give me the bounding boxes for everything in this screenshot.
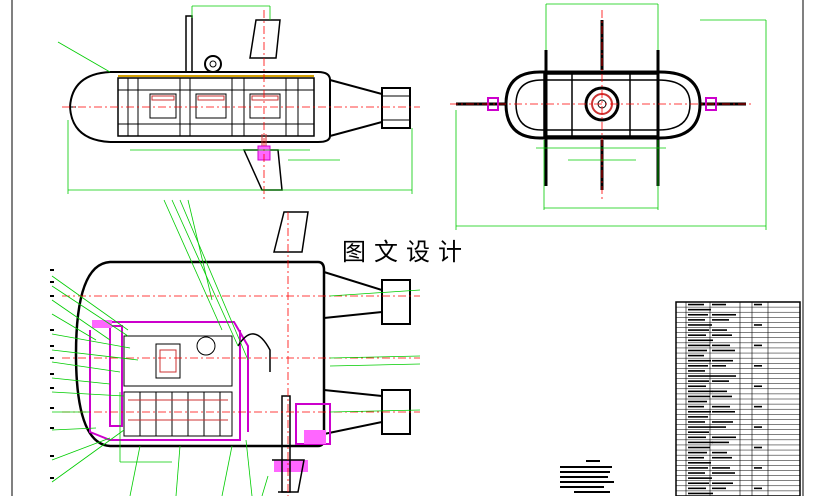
title-block-entry bbox=[754, 385, 762, 388]
title-block-entry bbox=[754, 303, 762, 306]
title-block-entry bbox=[712, 487, 726, 490]
title-block-entry bbox=[688, 365, 708, 367]
title-block-entry bbox=[712, 375, 736, 377]
title-block-entry bbox=[688, 395, 710, 398]
title-block-entry bbox=[712, 344, 730, 347]
title-block-entry bbox=[688, 467, 708, 469]
title-block-entry bbox=[712, 349, 735, 352]
title-block-entry bbox=[688, 334, 706, 336]
sheet-border bbox=[11, 0, 804, 496]
technical-requirements-text bbox=[560, 460, 614, 493]
title-block-entry bbox=[688, 354, 704, 357]
title-block-entry bbox=[712, 482, 733, 485]
title-block-entry bbox=[688, 416, 708, 418]
title-block-entry bbox=[688, 456, 704, 459]
title-block-entry bbox=[712, 359, 733, 362]
title-block-entry bbox=[712, 472, 735, 474]
title-block-entry bbox=[688, 477, 712, 479]
title-block-entry bbox=[712, 456, 732, 459]
title-block-entry bbox=[754, 344, 762, 347]
title-block-entry bbox=[688, 370, 705, 372]
title-block-entry bbox=[712, 334, 732, 336]
title-block-entry bbox=[712, 329, 727, 331]
title-block-entry bbox=[712, 395, 732, 398]
title-block-entry bbox=[754, 324, 762, 326]
title-block-entry bbox=[712, 303, 726, 306]
title-block-entry bbox=[712, 319, 729, 321]
title-block-entry bbox=[712, 421, 733, 423]
title-block-entry bbox=[712, 436, 736, 439]
title-block-entry bbox=[712, 380, 729, 382]
title-block-entry bbox=[688, 349, 707, 352]
title-block-entry bbox=[688, 329, 709, 331]
title-block-entry bbox=[688, 319, 705, 321]
title-block-entry bbox=[688, 375, 712, 377]
title-block-entry bbox=[688, 482, 709, 485]
title-block-entry bbox=[688, 359, 711, 362]
title-block-entry bbox=[688, 324, 712, 326]
title-block-entry bbox=[688, 313, 708, 316]
title-block-entry bbox=[712, 365, 726, 367]
title-block bbox=[675, 301, 801, 496]
title-block-entry bbox=[754, 405, 762, 408]
watermark-text: 图文设计 bbox=[340, 232, 472, 267]
title-block-entry bbox=[712, 441, 729, 444]
title-block-entry bbox=[688, 385, 706, 388]
title-block-entry bbox=[688, 380, 709, 382]
title-block-entry bbox=[688, 390, 713, 393]
title-block-entry bbox=[688, 344, 710, 347]
title-block-entry bbox=[754, 467, 762, 469]
title-block-entry bbox=[688, 400, 707, 403]
title-block-entry bbox=[688, 451, 707, 454]
title-block-entry bbox=[688, 446, 710, 449]
title-block-entry bbox=[688, 472, 705, 474]
title-block-entry bbox=[712, 410, 735, 413]
title-block-entry bbox=[688, 339, 713, 342]
title-block-entry bbox=[712, 451, 727, 454]
title-block-entry bbox=[688, 492, 713, 495]
title-block-entry bbox=[712, 467, 730, 469]
title-block-entry bbox=[688, 441, 713, 444]
title-block-entry bbox=[754, 446, 762, 449]
cutaway-section-view bbox=[50, 199, 421, 496]
title-block-entry bbox=[688, 405, 704, 408]
title-block-entry bbox=[688, 462, 711, 464]
title-block-entry bbox=[754, 365, 762, 367]
title-block-entry bbox=[712, 405, 730, 408]
title-block-entry bbox=[688, 426, 712, 428]
title-block-entry bbox=[712, 426, 726, 428]
title-block-entry bbox=[688, 431, 709, 433]
title-block-entry bbox=[688, 303, 704, 306]
title-block-entry bbox=[712, 390, 727, 393]
title-block-entry bbox=[688, 421, 705, 423]
front-elevation-view bbox=[450, 3, 767, 230]
title-block-entry bbox=[688, 487, 706, 490]
title-block-entry bbox=[688, 410, 711, 413]
title-block-entry bbox=[688, 436, 706, 439]
title-block-entry bbox=[754, 487, 762, 490]
title-block-entry bbox=[754, 426, 762, 428]
title-block-entry bbox=[712, 313, 736, 316]
title-block-entry bbox=[688, 308, 711, 311]
side-elevation-view bbox=[57, 5, 420, 200]
